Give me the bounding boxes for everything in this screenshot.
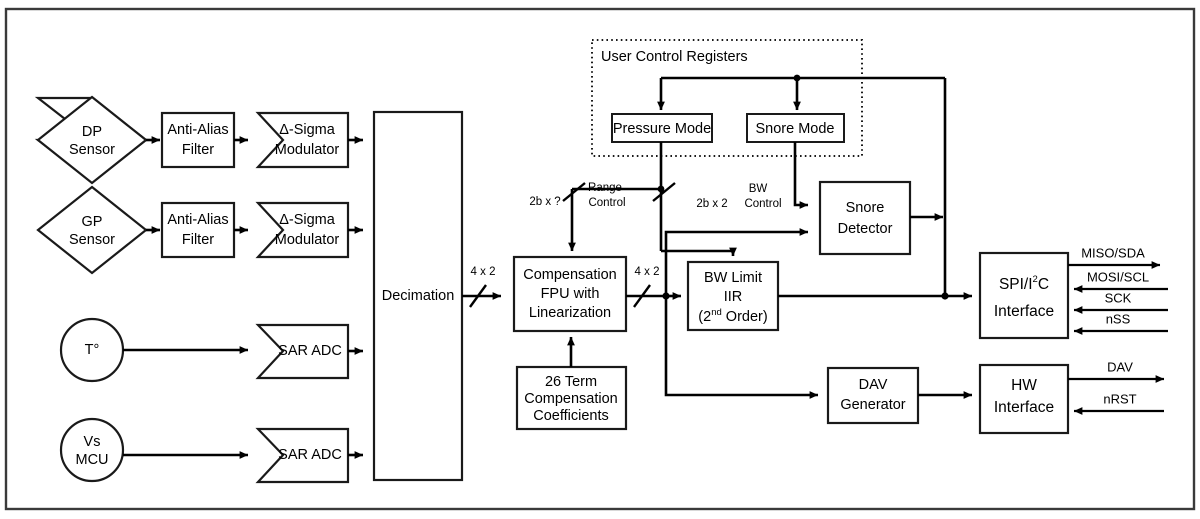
spi-i2c-interface-label-line2: Interface (994, 303, 1054, 320)
anti-alias-filter-2-label-line2: Filter (182, 232, 214, 248)
compensation-fpu-label-line3: Linearization (529, 305, 611, 321)
temperature-sensor-label: T° (85, 342, 100, 358)
compensation-coefficients-label-line1: 26 Term (545, 374, 597, 390)
signal-nrst-label: nRST (1103, 391, 1136, 406)
bw-limit-iir: BW Limit IIR (2nd Order) (686, 260, 780, 332)
anti-alias-filter-1-label-line1: Anti-Alias (167, 122, 228, 138)
temperature-sensor: T° (59, 317, 125, 383)
sar-adc-2: SAR ADC (255, 427, 350, 484)
compensation-fpu: Compensation FPU with Linearization (512, 255, 628, 333)
bus-fpu-out-label: 4 x 2 (635, 266, 660, 278)
spi-i2c-interface-label-line1: SPI/I2C (999, 274, 1049, 294)
compensation-fpu-label-line2: FPU with (541, 286, 600, 302)
compensation-coefficients-label-line2: Compensation (524, 391, 618, 407)
bw-control-label-line2: Control (744, 198, 781, 210)
delta-sigma-modulator-2-label-line2: Modulator (275, 232, 340, 248)
snore-detector: Snore Detector (818, 180, 912, 256)
bus-slash-decimation-out (469, 284, 487, 308)
dav-generator: DAV Generator (826, 366, 920, 425)
gp-sensor: GP Sensor (36, 185, 148, 275)
compensation-coefficients: 26 Term Compensation Coefficients (515, 365, 628, 431)
range-control-label-line1: Range (588, 182, 622, 194)
snore-detector-label-line1: Snore (846, 200, 885, 216)
delta-sigma-modulator-2-label-line1: Δ-Sigma (279, 212, 336, 228)
delta-sigma-modulator-1-label-line1: Δ-Sigma (279, 122, 336, 138)
decimation: Decimation (372, 110, 464, 482)
wire-fpu-to-snore-detector (664, 228, 809, 296)
sar-adc-1-label: SAR ADC (278, 343, 342, 359)
bw-control-label-line1: BW (749, 183, 768, 195)
spi-i2c-interface: SPI/I2C Interface (978, 251, 1070, 340)
dp-sensor-label-line1: DP (82, 124, 102, 140)
delta-sigma-modulator-2: Δ-Sigma Modulator (255, 201, 350, 259)
sar-adc-2-label: SAR ADC (278, 447, 342, 463)
vs-mcu-sensor-label-line2: MCU (75, 452, 108, 468)
signal-sck-label: SCK (1105, 290, 1132, 305)
sar-adc-1: SAR ADC (255, 323, 350, 380)
hw-interface-label-line1: HW (1011, 377, 1037, 394)
dp-sensor-label-line2: Sensor (69, 142, 115, 158)
outer-frame (4, 7, 1196, 511)
bus-decimation-out-label: 4 x 2 (471, 266, 496, 278)
bus-slash-range-control (562, 182, 586, 202)
signal-miso-sda-label: MISO/SDA (1081, 245, 1145, 260)
vs-mcu-sensor: Vs MCU (59, 417, 125, 483)
snore-detector-label-line2: Detector (838, 221, 893, 237)
gp-sensor-label-line1: GP (82, 214, 103, 230)
anti-alias-filter-2: Anti-Alias Filter (160, 201, 236, 259)
dav-generator-label-line2: Generator (840, 397, 905, 413)
bw-limit-iir-label-line1: BW Limit (704, 270, 762, 286)
bus-slash-bw-control (652, 182, 676, 202)
vs-mcu-sensor-label-line1: Vs (84, 434, 101, 450)
gp-sensor-label-line2: Sensor (69, 232, 115, 248)
bus-bw-control-width-label: 2b x 2 (696, 198, 727, 210)
range-control-label-line2: Control (588, 197, 625, 209)
bus-slash-fpu-out (633, 284, 651, 308)
delta-sigma-modulator-1-label-line2: Modulator (275, 142, 340, 158)
pressure-mode-register: Pressure Mode (611, 113, 713, 143)
user-control-registers-group (591, 39, 863, 157)
dav-generator-label-line1: DAV (859, 377, 888, 393)
anti-alias-filter-1: Anti-Alias Filter (160, 111, 236, 169)
hw-interface-label-line2: Interface (994, 399, 1054, 416)
snore-mode-register: Snore Mode (746, 113, 845, 143)
anti-alias-filter-2-label-line1: Anti-Alias (167, 212, 228, 228)
wire-snore-mode-to-detector (793, 142, 809, 209)
wire-bw-control-into-iir (661, 247, 737, 257)
bw-limit-iir-label-line2: IIR (724, 289, 743, 305)
compensation-fpu-label-line1: Compensation (523, 267, 617, 283)
dp-sensor: DP Sensor (34, 95, 148, 185)
bus-range-control-width-label: 2b x ? (529, 196, 560, 208)
signal-dav-label: DAV (1107, 359, 1133, 374)
anti-alias-filter-1-label-line2: Filter (182, 142, 214, 158)
compensation-coefficients-label-line3: Coefficients (533, 408, 609, 424)
pressure-mode-register-label: Pressure Mode (613, 121, 711, 137)
bw-limit-iir-label-line3: (2nd Order) (698, 307, 767, 325)
wire-fpu-to-dav-generator (664, 296, 819, 399)
signal-nss-label: nSS (1106, 311, 1131, 326)
decimation-label: Decimation (382, 288, 455, 304)
hw-interface: HW Interface (978, 363, 1070, 435)
user-control-registers-label: User Control Registers (601, 49, 748, 65)
delta-sigma-modulator-1: Δ-Sigma Modulator (255, 111, 350, 169)
snore-mode-register-label: Snore Mode (756, 121, 835, 137)
signal-mosi-scl-label: MOSI/SCL (1087, 269, 1149, 284)
